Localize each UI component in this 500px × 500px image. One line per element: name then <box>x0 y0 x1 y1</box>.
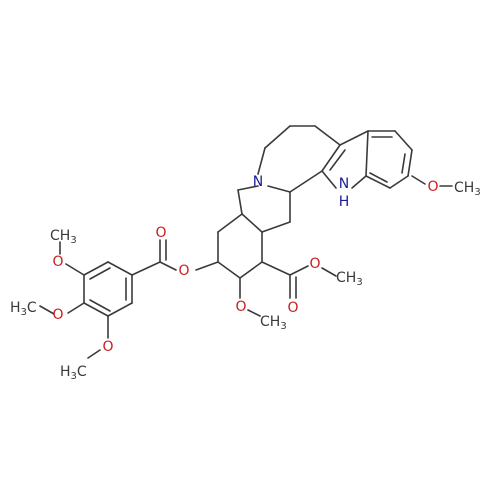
ring-methoxy-methyl: CH3 <box>260 314 287 332</box>
mid-methoxy-oxygen: O <box>52 307 63 323</box>
ester-oxygen: O <box>309 256 320 272</box>
ester-methyl-subscript: 3 <box>356 277 362 288</box>
indole-methoxy-methyl: CH3 <box>454 180 481 198</box>
indole-methoxy-ch-text: CH <box>454 180 474 196</box>
ring-nitrogen-label: N <box>253 174 263 190</box>
bot-methoxy-oxygen: O <box>102 339 113 355</box>
bot-methoxy-methyl: H3C <box>60 364 87 382</box>
ester-methyl-h-text: H <box>346 270 357 286</box>
top-methoxy-methyl: CH3 <box>50 228 77 246</box>
mid-methoxy-c-text: C <box>27 300 37 316</box>
benzoate-ester-oxygen: O <box>178 263 189 279</box>
ester-carbonyl-oxygen: O <box>287 300 298 316</box>
indole-hydrogen-label: H <box>339 194 350 210</box>
ring-methoxy-ch-text: CH <box>260 314 280 330</box>
mid-methoxy-methyl: H3C <box>10 300 37 318</box>
indole-nitrogen-label: N <box>339 176 349 192</box>
mid-methoxy-subscript: 3 <box>21 307 27 318</box>
indole-methoxy-oxygen: O <box>427 179 438 195</box>
ring-methoxy-subscript: 3 <box>280 321 286 332</box>
top-methoxy-subscript: 3 <box>70 235 76 246</box>
bot-methoxy-c-text: C <box>77 364 87 380</box>
bond-network <box>39 125 453 359</box>
ester-methyl-c-text: C <box>336 270 346 286</box>
top-methoxy-oxygen: O <box>52 254 63 270</box>
bot-methoxy-subscript: 3 <box>71 371 77 382</box>
benzoate-carbonyl-oxygen: O <box>155 225 166 241</box>
top-methoxy-ch-text: CH <box>50 228 70 244</box>
indole-methoxy-subscript: 3 <box>474 187 480 198</box>
ester-methyl: CH3 <box>336 270 363 288</box>
ring-methoxy-oxygen: O <box>235 299 246 315</box>
atom-labels: N N H O CH3 O O CH3 O CH3 O O O CH3 O H3… <box>10 174 481 382</box>
bot-methoxy-h-text: H <box>60 364 71 380</box>
mid-methoxy-h-text: H <box>10 300 21 316</box>
